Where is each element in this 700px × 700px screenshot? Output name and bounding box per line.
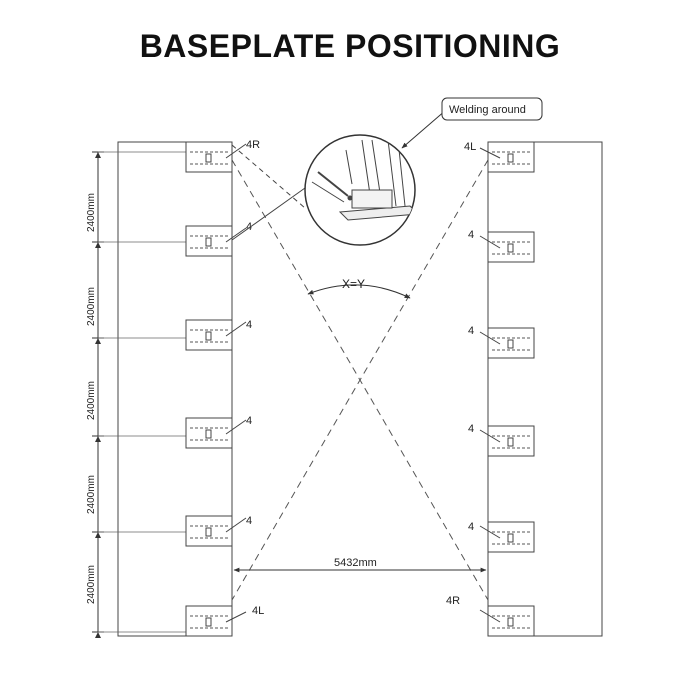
plate-label: 4 [468,423,474,435]
right-plate-labels: 4L 4 4 4 4 4R [446,141,476,607]
baseplate [479,521,535,553]
baseplate [479,141,535,173]
plate-label: 4 [468,325,474,337]
baseplate [185,141,247,173]
baseplate [185,605,247,637]
welding-callout-box [441,97,543,121]
plate-label: 4L [252,605,264,617]
spacing-label: 2400mm [86,565,97,604]
plate-label: 4 [246,515,252,527]
baseplate [185,319,247,351]
baseplate [479,605,535,637]
plate-label: 4R [446,595,460,607]
right-baseplates [479,141,535,637]
baseplate [479,425,535,457]
spacing-label: 2400mm [86,287,97,326]
plate-label: 4R [246,139,260,151]
x-equals-y-label: X=Y [342,277,365,291]
diagonal-lines [231,159,489,601]
spacing-dimension-ticks [92,151,186,638]
welding-callout-label: Welding around [449,104,526,116]
left-baseplates [185,141,247,637]
baseplate [185,225,247,257]
span-label: 5432mm [334,557,377,569]
left-plate-labels: 4R 4 4 4 4 4L [246,139,264,617]
spacing-labels: 2400mm 2400mm 2400mm 2400mm 2400mm [86,193,97,604]
spacing-label: 2400mm [86,193,97,232]
left-frame-outline [117,141,233,637]
plate-label: 4 [246,319,252,331]
baseplate [185,515,247,547]
plate-label: 4 [246,221,252,233]
plate-label: 4L [464,141,476,153]
right-frame-outline [487,141,603,637]
baseplate [479,327,535,359]
baseplate [185,417,247,449]
plate-label: 4 [468,521,474,533]
baseplate [479,231,535,263]
page-title: BASEPLATE POSITIONING [139,28,561,64]
plate-label: 4 [246,415,252,427]
weld-detail-callout: Welding around [231,97,543,246]
x-equals-y-arc [307,284,411,299]
spacing-label: 2400mm [86,381,97,420]
spacing-label: 2400mm [86,475,97,514]
plate-label: 4 [468,229,474,241]
